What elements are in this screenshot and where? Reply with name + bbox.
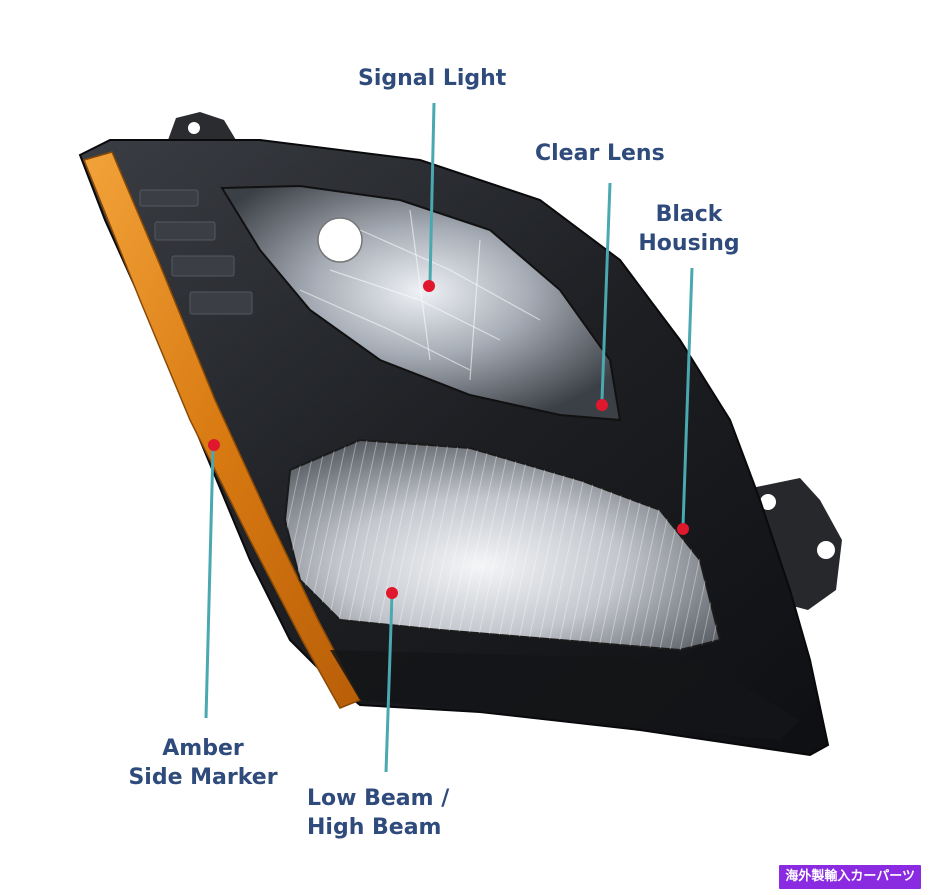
black-housing-label: Black Housing (634, 200, 744, 258)
top-mount-hole (188, 122, 200, 134)
black-housing-label-line1: Black (655, 202, 723, 227)
clear-lens-label: Clear Lens (535, 141, 665, 166)
watermark-badge: 海外製輸入カーパーツ (779, 865, 921, 889)
low-high-beam-label: Low Beam / High Beam (307, 784, 449, 842)
signal-light-marker-dot (423, 280, 435, 292)
low-high-beam-label-line2: High Beam (307, 815, 442, 840)
low-high-beam-leader-line (384, 594, 394, 773)
amber-side-marker-leader-line (204, 447, 215, 719)
amber-side-marker-label-line1: Amber (162, 736, 244, 761)
amber-side-marker-label: Amber Side Marker (120, 734, 286, 792)
right-mount-hole-upper (760, 494, 776, 510)
right-mount-hole-lower (817, 541, 835, 559)
housing-vent-slots (139, 189, 253, 315)
top-mount-tab (168, 112, 236, 140)
black-housing-label-line2: Housing (638, 231, 740, 256)
lower-bezel-trim (330, 650, 800, 740)
signal-light-label: Signal Light (358, 66, 507, 91)
amber-side-marker-label-line2: Side Marker (128, 765, 278, 790)
amber-side-marker-marker-dot (208, 439, 220, 451)
clear-lens-marker-dot (596, 399, 608, 411)
low-high-beam-label-line1: Low Beam / (307, 786, 450, 811)
low-high-beam-marker-dot (386, 587, 398, 599)
signal-reflector-facets (299, 209, 541, 381)
black-housing-marker-dot (677, 523, 689, 535)
clear-lens-leader-line (600, 182, 612, 401)
signal-light-leader-line (428, 102, 436, 284)
black-housing-leader-line (681, 267, 694, 527)
signal-light-bulb (317, 217, 363, 263)
